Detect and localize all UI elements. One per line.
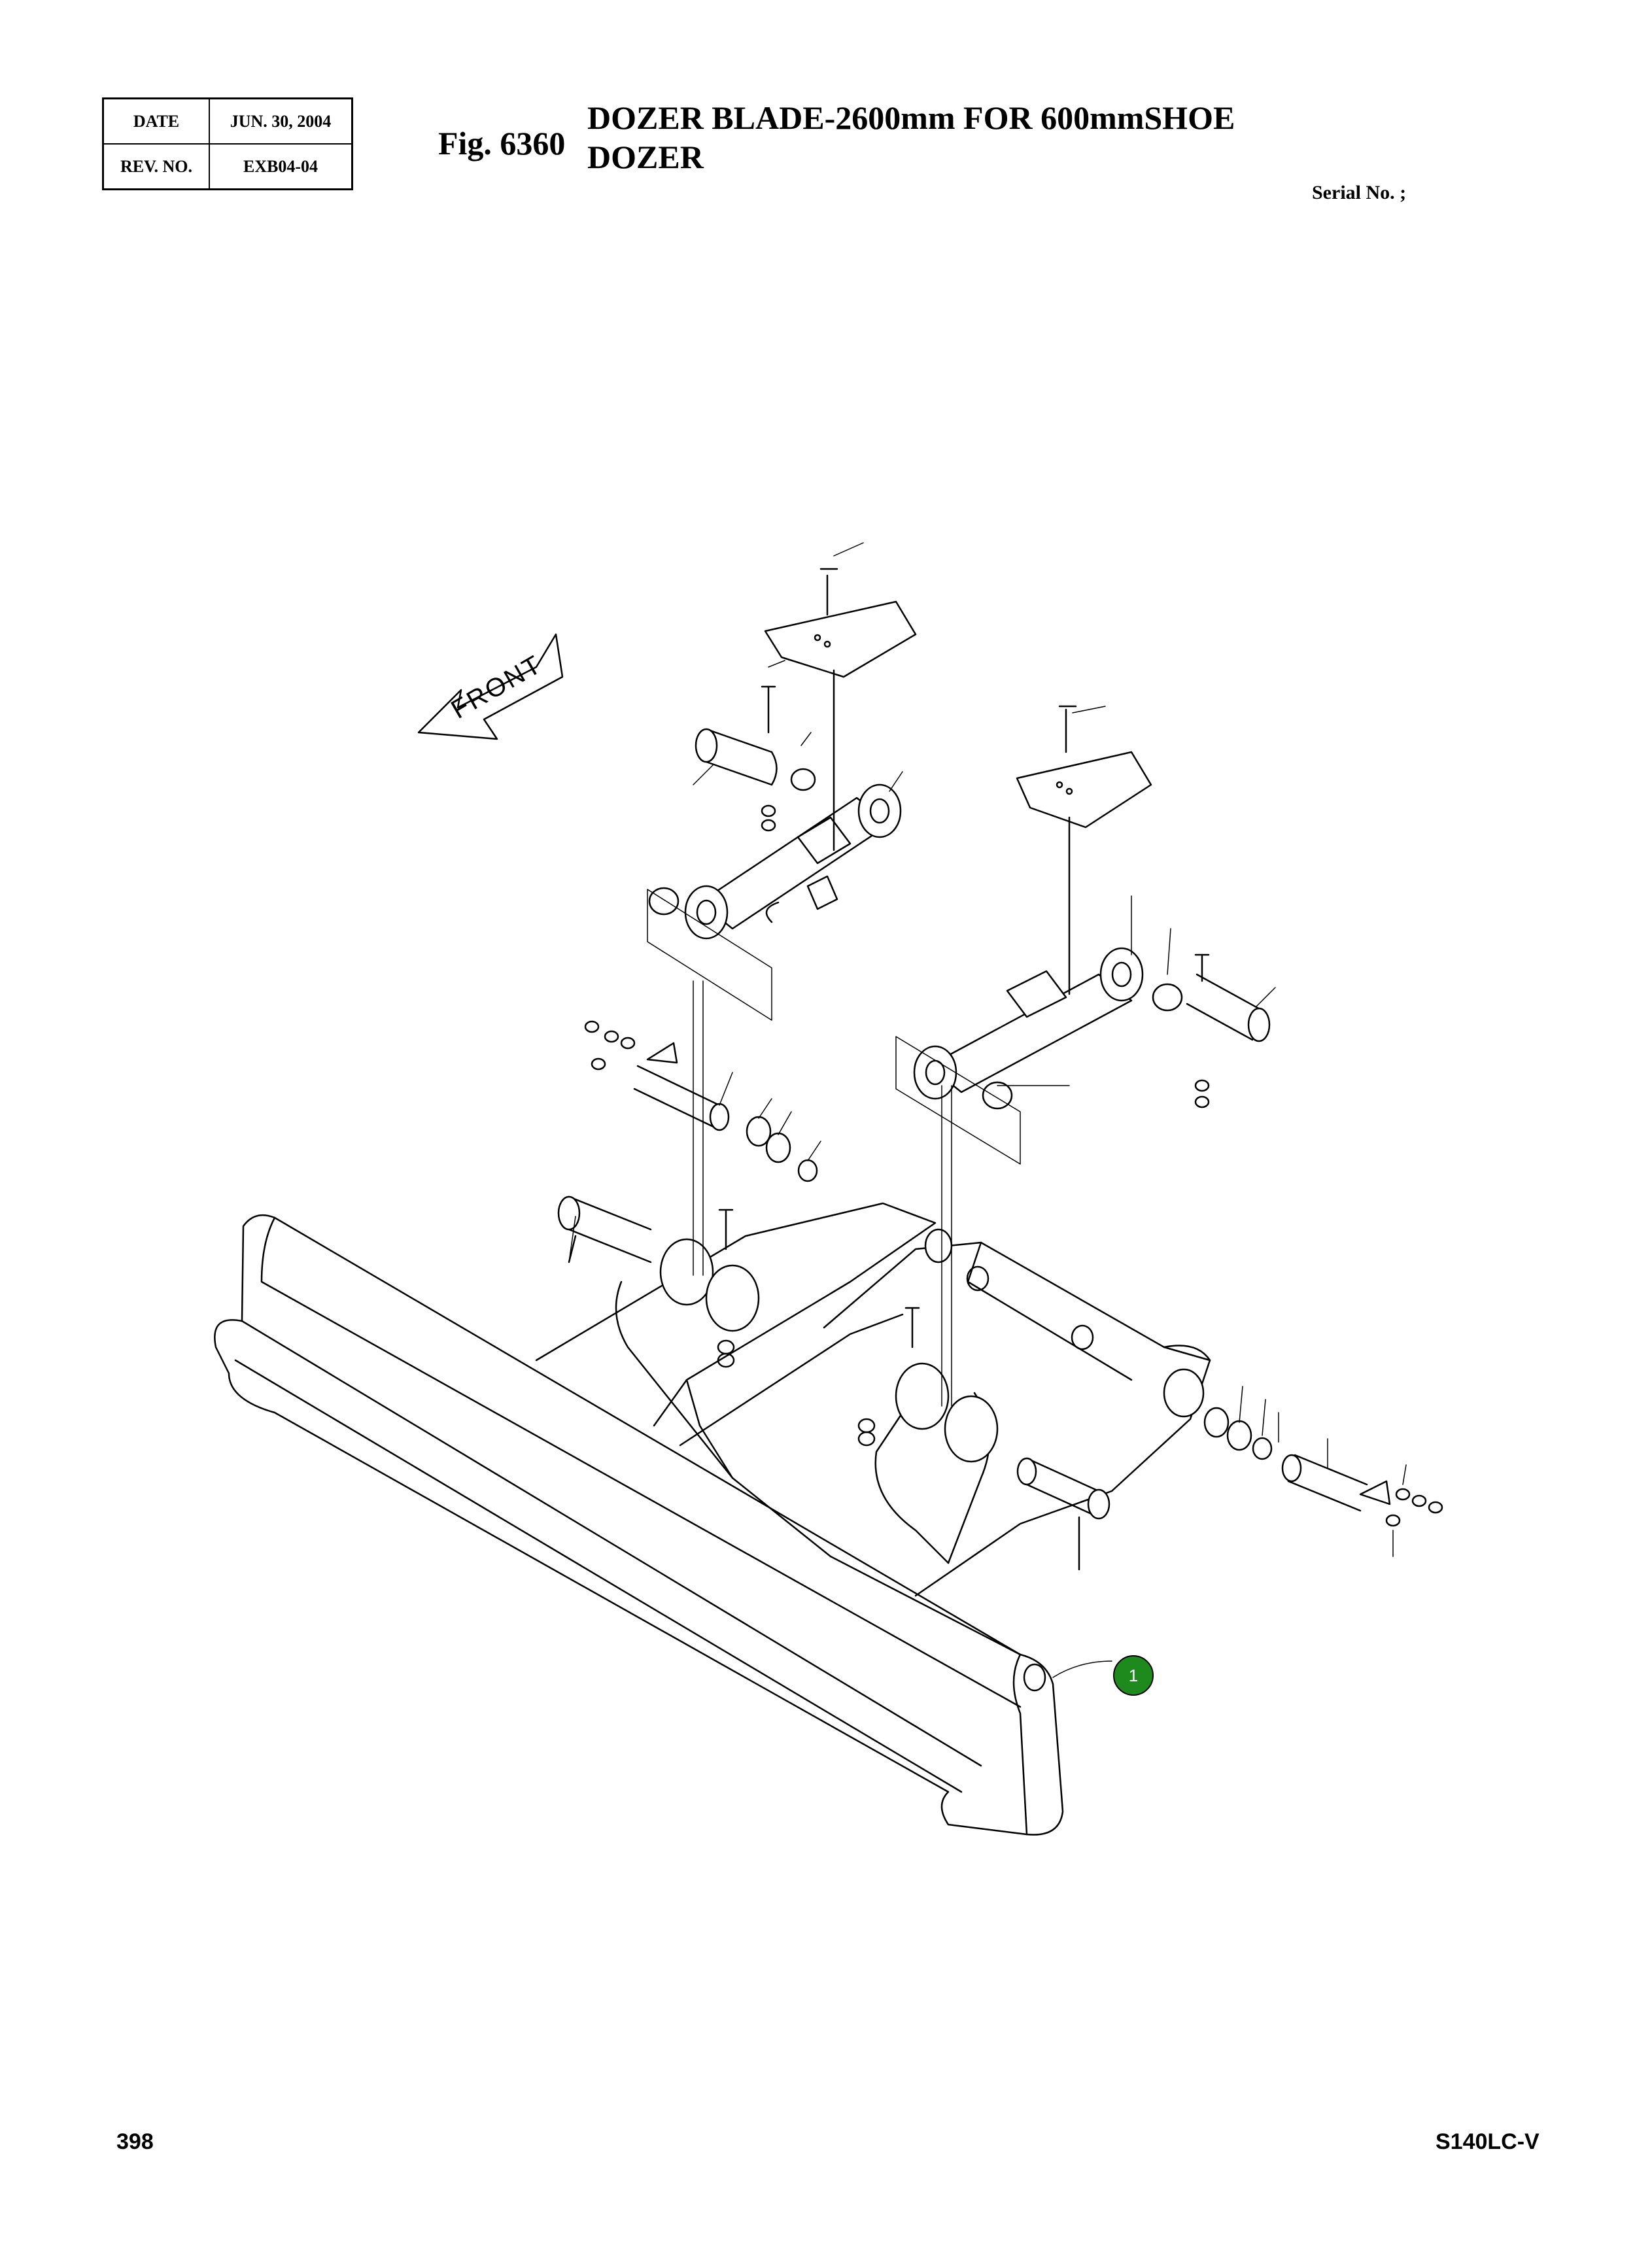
pin-assembly-right xyxy=(1203,1407,1443,1527)
callout-1-circle xyxy=(1113,1655,1154,1696)
pin-left-upper xyxy=(557,1195,652,1263)
title-line-2: DOZER xyxy=(587,139,704,175)
callout-1-number: 1 xyxy=(1129,1666,1138,1685)
assembly-guide-lines xyxy=(568,542,1407,1557)
date-value: JUN. 30, 2004 xyxy=(209,97,353,145)
cylinder-cover-left xyxy=(764,568,917,851)
title-line-1: DOZER BLADE-2600mm FOR 600mmSHOE xyxy=(587,99,1235,136)
figure-label: Fig. 6360 xyxy=(438,125,566,162)
frame-bolts xyxy=(717,1209,1094,1447)
hydraulic-cylinder-left xyxy=(648,783,902,940)
figure-title: DOZER BLADE-2600mm FOR 600mmSHOE DOZER xyxy=(587,98,1437,177)
pin-right-lower xyxy=(1016,1457,1110,1571)
hydraulic-cylinder-right xyxy=(913,947,1183,1110)
rev-value: EXB04-04 xyxy=(209,143,353,190)
serial-label: Serial No. ; xyxy=(1312,182,1407,203)
rev-label: REV. NO. xyxy=(102,143,210,190)
front-arrow-icon: FRONT xyxy=(417,633,564,740)
pin-cylinder-top-left xyxy=(695,685,816,832)
page-number: 398 xyxy=(116,2129,154,2154)
callout-1[interactable]: 1 xyxy=(1113,1655,1154,1696)
pin-cylinder-top-right xyxy=(1186,953,1271,1108)
cylinder-cover-right xyxy=(1016,705,1152,995)
revision-info-table: DATE JUN. 30, 2004 REV. NO. EXB04-04 xyxy=(102,97,353,190)
date-label: DATE xyxy=(102,97,210,145)
pin-assembly-left xyxy=(584,1020,818,1182)
callout-1-leader xyxy=(1052,1660,1112,1678)
model-code: S140LC-V xyxy=(1436,2129,1540,2154)
dozer-blade xyxy=(214,1214,1064,1836)
